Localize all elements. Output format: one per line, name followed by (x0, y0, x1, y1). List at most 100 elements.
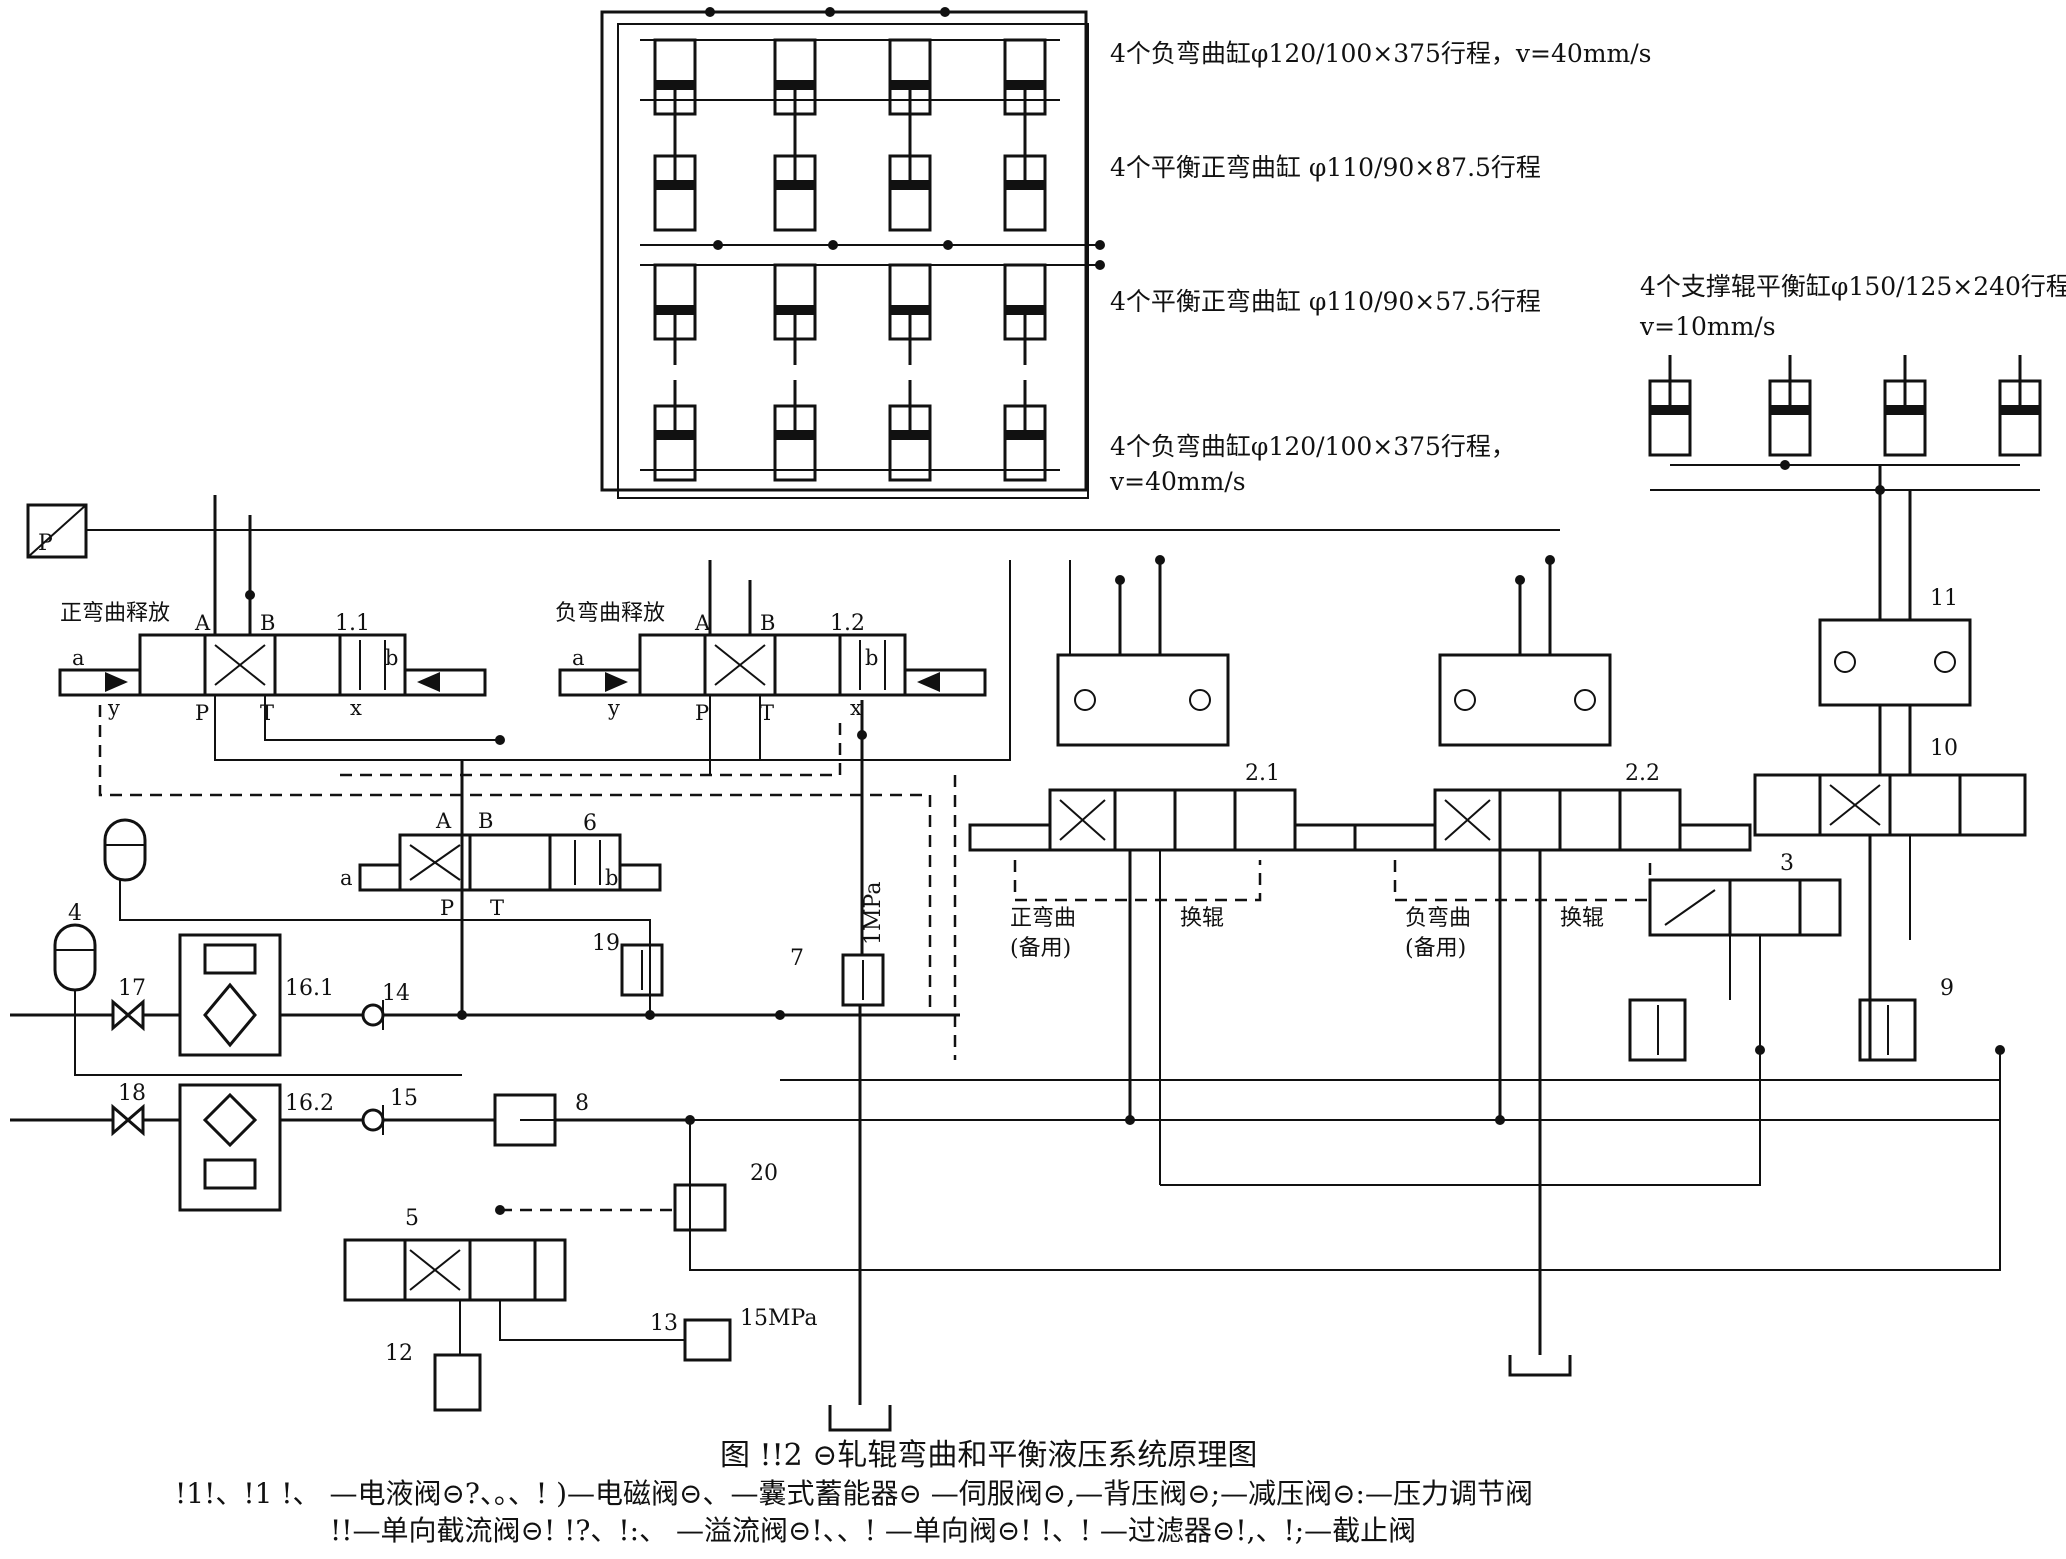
valve-18-label: 18 (118, 1081, 146, 1106)
svg-text:y: y (107, 696, 120, 720)
electro-hydraulic-valve-2-1 (968, 653, 1367, 852)
check-valve-14 (361, 1000, 385, 1030)
neg-bend-cylinder (888, 378, 932, 482)
pressure-valve-7 (841, 953, 885, 1007)
roll-change-2-label: 换辊 (1560, 906, 1604, 931)
svg-text:P: P (195, 701, 209, 725)
support-cylinder (1998, 353, 2042, 457)
valve-9-label: 9 (1940, 976, 1954, 1001)
neg-bend-label: 负弯曲 (1405, 906, 1471, 931)
svg-text:A: A (694, 611, 711, 635)
svg-text:A: A (435, 809, 452, 833)
support-note-line2: v=10mm/s (1639, 312, 1776, 341)
svg-text:P: P (440, 896, 454, 920)
relief-valve-13 (683, 1318, 732, 1362)
svg-text:T: T (490, 896, 504, 920)
svg-text:B: B (760, 611, 775, 635)
spare-2-label: (备用) (1405, 936, 1466, 961)
support-roll-cylinders (1648, 353, 2042, 640)
valve-3-label: 3 (1780, 851, 1794, 876)
svg-text:A: A (194, 611, 211, 635)
junction-dots (245, 555, 2005, 1215)
solenoid-valve-3 (1648, 878, 1842, 937)
valve-11-10 (1753, 618, 2027, 837)
valve-1-2-label: 1.2 (830, 611, 865, 636)
pilot-lines (98, 705, 1652, 1212)
valve-2-1-label: 2.1 (1245, 761, 1280, 786)
balance-cylinder (1003, 263, 1047, 367)
neg-bend-cylinder (773, 38, 817, 142)
check-valve-15-label: 15 (390, 1086, 418, 1111)
filter-16-2 (178, 1083, 282, 1212)
svg-text:B: B (478, 809, 493, 833)
filter-16-1 (178, 933, 282, 1057)
neg-bend-cylinder (1003, 38, 1047, 142)
svg-text:P: P (38, 531, 53, 556)
relief-valve-19 (620, 943, 664, 997)
support-cylinder (1768, 353, 1812, 457)
balance-cylinder (653, 128, 697, 232)
electro-hydraulic-valve-1-1 (58, 633, 487, 697)
balance-cylinder (653, 263, 697, 367)
caption-line-2: !!—单向截流阀⊝! !?、!:、 —溢流阀⊝!、、! —单向阀⊝! !、! —… (330, 1514, 1416, 1547)
svg-text:y: y (607, 696, 620, 720)
svg-text:a: a (340, 866, 353, 890)
pressure-1mpa-label: 1MPa (861, 882, 886, 945)
electro-hydraulic-valve-2-2 (1353, 653, 1752, 852)
tank-1 (828, 1405, 892, 1432)
svg-text:a: a (72, 646, 85, 670)
valve-11-label: 11 (1930, 586, 1958, 611)
cyl-note-row2: 4个平衡正弯曲缸 φ110/90×87.5行程 (1110, 153, 1541, 182)
figure-title: 图 !!2 ⊝轧辊弯曲和平衡液压系统原理图 (720, 1438, 1257, 1473)
svg-text:a: a (572, 646, 585, 670)
svg-text:B: B (260, 611, 275, 635)
balance-cylinder (888, 128, 932, 232)
servo-valve-6 (358, 833, 662, 892)
valve-13-label: 13 (650, 1311, 678, 1336)
svg-text:T: T (760, 701, 774, 725)
check-valve-14-label: 14 (382, 981, 410, 1006)
valve-19-label: 19 (592, 931, 620, 956)
pressure-15mpa-label: 15MPa (740, 1306, 817, 1331)
valve-20-label: 20 (750, 1161, 778, 1186)
valve-5-label: 5 (405, 1206, 419, 1231)
filter-16-2-label: 16.2 (285, 1091, 334, 1116)
svg-text:b: b (605, 866, 618, 890)
support-cylinder (1648, 353, 1692, 457)
spare-1-label: (备用) (1010, 936, 1071, 961)
balance-cylinder (773, 128, 817, 232)
accumulator-6 (103, 818, 147, 882)
stop-valve-17 (111, 998, 145, 1032)
svg-text:b: b (865, 646, 878, 670)
support-cylinder (1883, 353, 1927, 457)
cyl-note-row4-line1: 4个负弯曲缸φ120/100×375行程， (1110, 432, 1516, 461)
relief-valve-9 (1858, 998, 1917, 1062)
roll-change-1-label: 换辊 (1180, 906, 1224, 931)
valve-10-label: 10 (1930, 736, 1958, 761)
reducing-valve-3b (1628, 998, 1687, 1062)
balance-cylinder (888, 263, 932, 367)
neg-bend-cylinder (1003, 378, 1047, 482)
svg-text:x: x (350, 696, 362, 720)
svg-text:P: P (695, 701, 709, 725)
svg-text:T: T (260, 701, 274, 725)
pos-release-label: 正弯曲释放 (60, 601, 170, 626)
cyl-note-row3: 4个平衡正弯曲缸 φ110/90×57.5行程 (1110, 287, 1541, 316)
electro-hydraulic-valve-1-2 (558, 633, 987, 697)
valve-1-1-label: 1.1 (335, 611, 370, 636)
accumulator-4 (53, 923, 97, 992)
support-note-line1: 4个支撑辊平衡缸φ150/125×240行程， (1640, 272, 2066, 301)
valve-17-label: 17 (118, 976, 146, 1001)
pressure-transducer: P (26, 503, 1560, 559)
tank-2 (1508, 1355, 1572, 1377)
valve-2-2-label: 2.2 (1625, 761, 1660, 786)
svg-text:x: x (850, 696, 862, 720)
svg-text:b: b (385, 646, 398, 670)
solenoid-valve-5 (343, 1238, 567, 1302)
cyl-note-row1: 4个负弯曲缸φ120/100×375行程，v=40mm/s (1110, 39, 1651, 68)
valve-6-label: 6 (583, 811, 597, 836)
filter-16-1-label: 16.1 (285, 976, 334, 1001)
neg-bend-cylinder (653, 378, 697, 482)
check-valve-15 (361, 1105, 385, 1135)
